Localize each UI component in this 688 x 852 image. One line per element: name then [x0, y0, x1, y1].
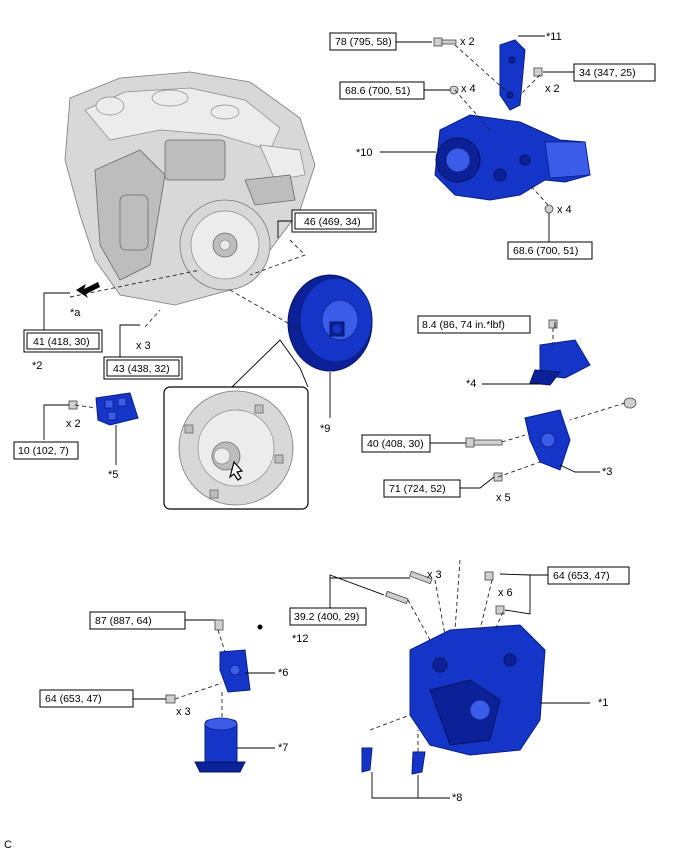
pipes-8	[361, 747, 426, 775]
arrow-a-icon	[76, 282, 100, 298]
torque-41: 41 (418, 30)	[33, 336, 90, 348]
cover-plate-5	[68, 392, 139, 426]
part-label-10: *10	[356, 147, 373, 159]
qty-64-left: x 3	[176, 706, 191, 718]
transfer-assembly	[434, 114, 591, 201]
qty-39: x 3	[427, 569, 442, 581]
torque-40: 40 (408, 30)	[367, 438, 424, 450]
qty-43: x 3	[136, 340, 151, 352]
torque-spec-boxes: 78 (795, 58) 34 (347, 25) 68.6 (700, 51)…	[13, 32, 656, 708]
torque-64-left: 64 (653, 47)	[45, 693, 102, 705]
part-label-4: *4	[466, 378, 476, 390]
torque-71: 71 (724, 52)	[389, 483, 446, 495]
part-label-6: *6	[278, 667, 288, 679]
reference-dot	[257, 624, 263, 630]
torque-46: 46 (469, 34)	[304, 216, 361, 228]
torque-68-top: 68.6 (700, 51)	[345, 85, 410, 97]
part-labels: *1 *2 *3 *4 *5 *6 *7 *8 *9 *10 *11 *12 *…	[32, 31, 612, 804]
part-label-7: *7	[278, 742, 288, 754]
part-label-8: *8	[452, 792, 462, 804]
figure-code: C	[4, 839, 12, 851]
torque-64-right: 64 (653, 47)	[553, 570, 610, 582]
torque-10: 10 (102, 7)	[18, 445, 69, 457]
torque-converter	[287, 274, 373, 372]
torque-43: 43 (438, 32)	[113, 363, 170, 375]
torque-8-4: 8.4 (86, 74 in.*lbf)	[422, 319, 505, 331]
callout-leaders	[43, 35, 600, 799]
part-label-12: *12	[292, 633, 309, 645]
torque-78: 78 (795, 58)	[335, 36, 392, 48]
torque-39-2: 39.2 (400, 29)	[294, 611, 359, 623]
qty-78: x 2	[460, 36, 475, 48]
torque-68-bottom: 68.6 (700, 51)	[513, 245, 578, 257]
part-label-11: *11	[546, 31, 562, 43]
qty-71: x 5	[496, 492, 511, 504]
part-label-a: *a	[70, 307, 81, 319]
bracket-4	[529, 319, 591, 386]
assembly-guide-lines	[69, 44, 626, 752]
qty-68-top: x 4	[461, 83, 476, 95]
part-label-1: *1	[598, 697, 608, 709]
qty-68-bottom: x 4	[557, 204, 572, 216]
engine-assembly	[64, 71, 316, 306]
quantity-labels: x 2 x 2 x 4 x 4 x 3 x 2 x 5 x 3 x 3 x 6	[66, 36, 572, 718]
qty-10: x 2	[66, 418, 81, 430]
part-label-9: *9	[320, 423, 330, 435]
transaxle-1	[385, 570, 546, 756]
engine-mount-7	[194, 717, 246, 773]
torque-34: 34 (347, 25)	[579, 67, 636, 79]
part-label-2: *2	[32, 360, 42, 372]
part-label-5: *5	[108, 469, 118, 481]
converter-detail-inset	[163, 339, 309, 510]
qty-34: x 2	[545, 83, 560, 95]
part-label-3: *3	[602, 466, 612, 478]
torque-87: 87 (887, 64)	[95, 615, 152, 627]
qty-64-right: x 6	[498, 587, 513, 599]
mount-bracket-6	[165, 619, 251, 704]
bracket-11	[499, 39, 526, 111]
